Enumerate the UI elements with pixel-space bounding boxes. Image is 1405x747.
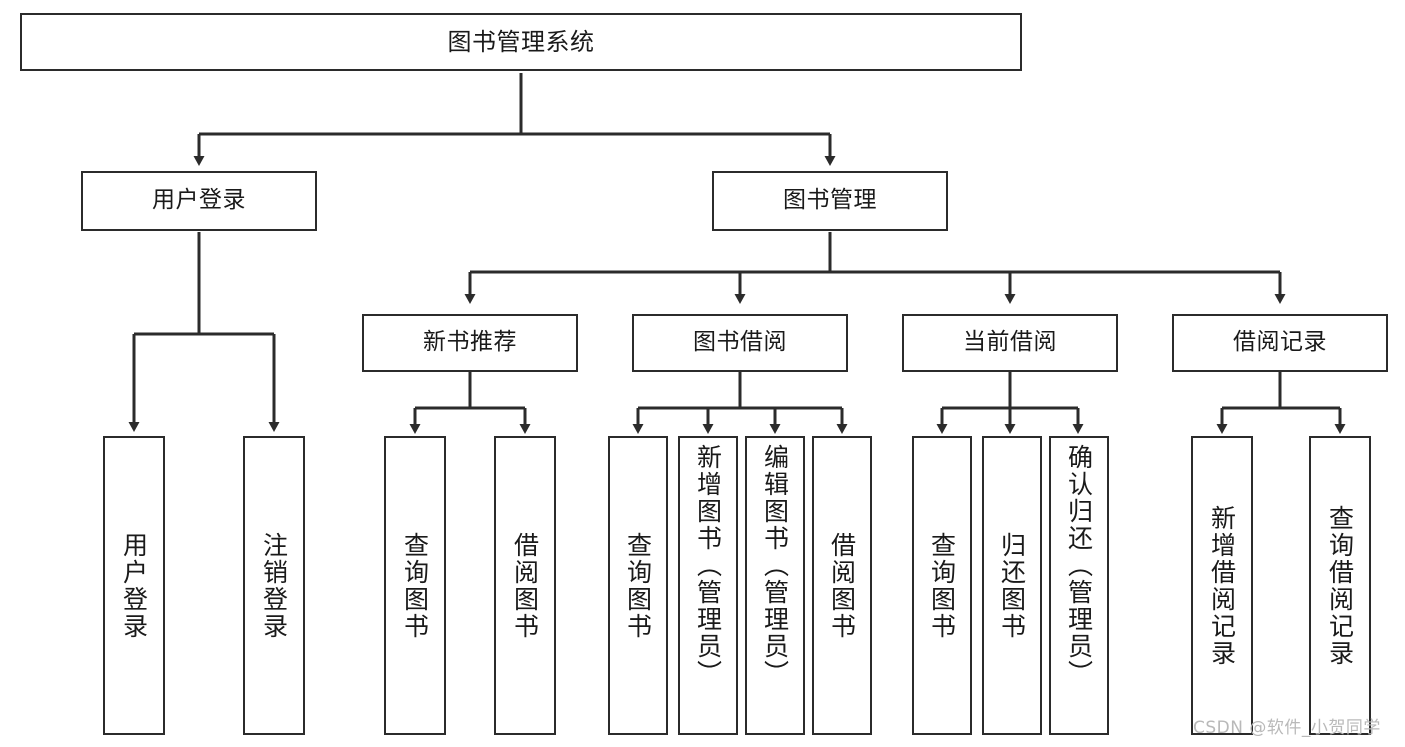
node-label: 新增图书（管理员） — [693, 444, 723, 687]
leaf-current-borrow-return-books[interactable]: 归还图书 — [982, 436, 1042, 735]
node-label: 用户登录 — [119, 531, 149, 640]
leaf-book-borrow-borrow-books[interactable]: 借阅图书 — [812, 436, 872, 735]
node-label: 新书推荐 — [423, 329, 517, 356]
leaf-current-borrow-confirm-return-admin[interactable]: 确认归还（管理员） — [1049, 436, 1109, 735]
node-user-login[interactable]: 用户登录 — [81, 171, 317, 231]
node-label: 确认归还（管理员） — [1064, 444, 1094, 687]
node-label: 查询借阅记录 — [1325, 504, 1355, 667]
node-label: 用户登录 — [152, 187, 246, 214]
node-book-borrowing[interactable]: 图书借阅 — [632, 314, 848, 372]
node-label: 借阅记录 — [1233, 329, 1327, 356]
node-book-management[interactable]: 图书管理 — [712, 171, 948, 231]
leaf-user-login-login[interactable]: 用户登录 — [103, 436, 165, 735]
node-label: 当前借阅 — [963, 329, 1057, 356]
node-new-book-recommendation[interactable]: 新书推荐 — [362, 314, 578, 372]
node-label: 新增借阅记录 — [1207, 504, 1237, 667]
node-label: 图书管理 — [783, 187, 877, 214]
node-label: 图书管理系统 — [447, 27, 595, 56]
node-borrowing-record[interactable]: 借阅记录 — [1172, 314, 1388, 372]
node-label: 查询图书 — [400, 531, 430, 640]
leaf-user-login-logout[interactable]: 注销登录 — [243, 436, 305, 735]
node-label: 查询图书 — [623, 531, 653, 640]
node-label: 编辑图书（管理员） — [760, 444, 790, 687]
leaf-new-book-search-books[interactable]: 查询图书 — [384, 436, 446, 735]
node-label: 注销登录 — [259, 531, 289, 640]
leaf-borrow-record-add-record[interactable]: 新增借阅记录 — [1191, 436, 1253, 735]
node-label: 借阅图书 — [510, 531, 540, 640]
leaf-book-borrow-add-book-admin[interactable]: 新增图书（管理员） — [678, 436, 738, 735]
node-current-borrowing[interactable]: 当前借阅 — [902, 314, 1118, 372]
node-label: 图书借阅 — [693, 329, 787, 356]
node-label: 查询图书 — [927, 531, 957, 640]
leaf-current-borrow-search-books[interactable]: 查询图书 — [912, 436, 972, 735]
node-label: 归还图书 — [997, 531, 1027, 640]
csdn-watermark: CSDN @软件_小贺同学 — [1193, 718, 1381, 738]
leaf-borrow-record-search-record[interactable]: 查询借阅记录 — [1309, 436, 1371, 735]
leaf-book-borrow-search-books[interactable]: 查询图书 — [608, 436, 668, 735]
leaf-book-borrow-edit-book-admin[interactable]: 编辑图书（管理员） — [745, 436, 805, 735]
node-label: 借阅图书 — [827, 531, 857, 640]
leaf-new-book-borrow-books[interactable]: 借阅图书 — [494, 436, 556, 735]
node-root-book-management-system[interactable]: 图书管理系统 — [20, 13, 1022, 71]
